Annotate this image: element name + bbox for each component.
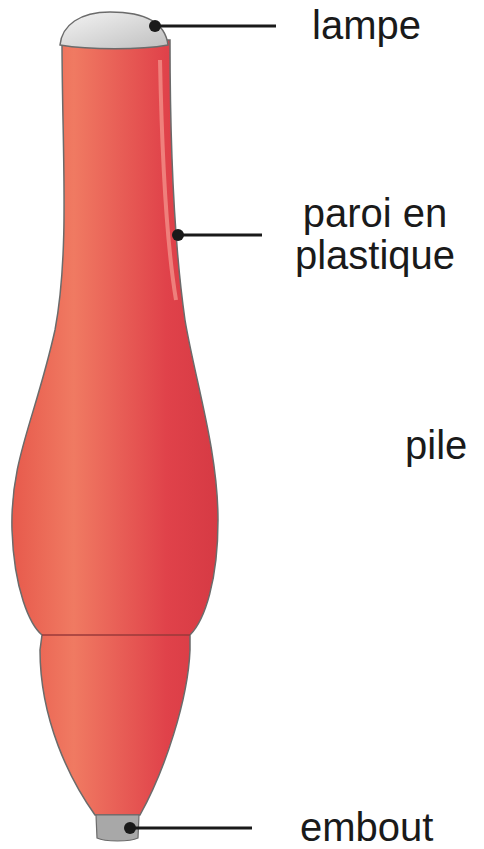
plastic-wall: [12, 40, 218, 815]
body-seam: [42, 634, 190, 636]
part-label: embout: [300, 806, 476, 848]
leader-dots: [124, 20, 184, 834]
lamp-shape: [60, 12, 168, 49]
part-label: paroi en plastique: [272, 192, 478, 276]
part-label: lampe: [312, 4, 472, 46]
part-label: pile: [405, 424, 480, 466]
leader-lines: [130, 26, 276, 828]
highlight: [160, 60, 176, 300]
tip-shape: [96, 815, 139, 841]
